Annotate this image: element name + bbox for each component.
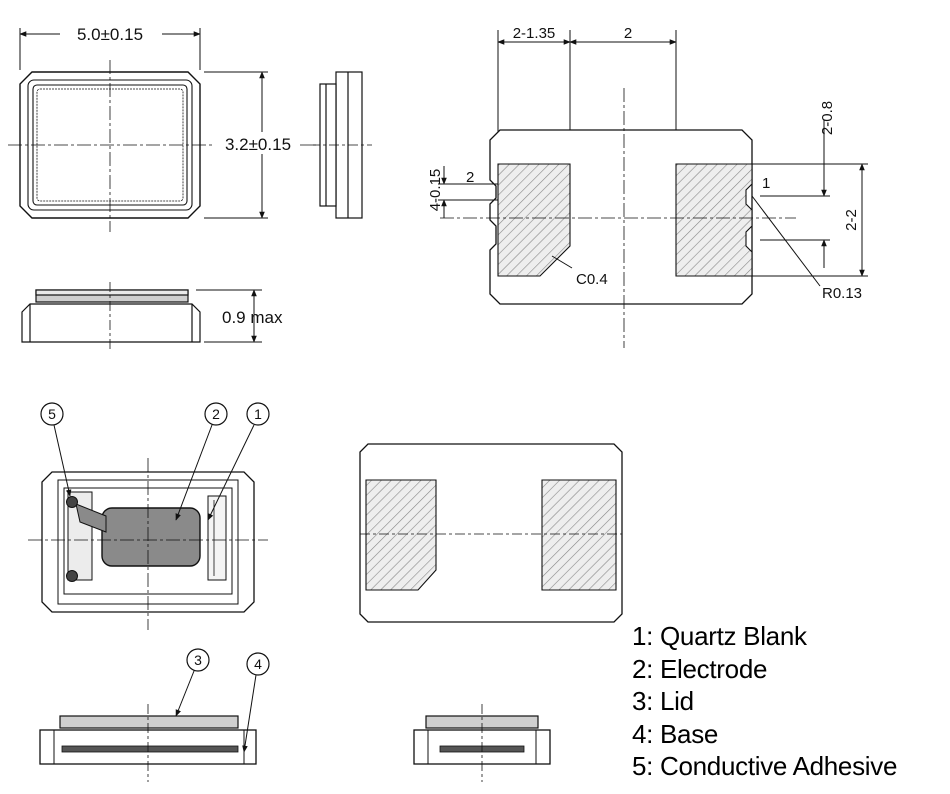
bottom-view	[359, 443, 623, 623]
end-view	[310, 71, 372, 219]
cross-section	[39, 648, 270, 782]
corner-radius-label: R0.13	[822, 285, 862, 302]
end-section	[413, 704, 551, 782]
top-view	[8, 22, 318, 232]
callout-2: 2	[212, 406, 220, 422]
pad-height-label: 2-2	[843, 209, 860, 231]
callout-4: 4	[254, 656, 262, 672]
legend-item: 2: Electrode	[632, 653, 768, 684]
internal-view	[28, 402, 270, 630]
thickness-dimension-label: 0.9 max	[222, 308, 283, 327]
callout-1: 1	[254, 406, 262, 422]
callout-5: 5	[48, 406, 56, 422]
notch-width-label: 4-0.15	[427, 169, 444, 212]
pitch-left-label: 2-1.35	[513, 25, 556, 42]
side-view	[21, 282, 262, 352]
pad-gap-label: 2-0.8	[819, 101, 836, 135]
callout-3: 3	[194, 652, 202, 668]
pin-one-label: 1	[762, 175, 770, 192]
legend-item: 3: Lid	[632, 686, 694, 716]
width-dimension-label: 5.0±0.15	[77, 25, 143, 44]
legend-item: 1: Quartz Blank	[632, 621, 807, 651]
land-pattern	[438, 30, 868, 348]
notch-label: 2	[466, 169, 474, 186]
pitch-right-label: 2	[624, 25, 632, 42]
legend-item: 4: Base	[632, 718, 719, 749]
parts-legend: 1: Quartz Blank 2: Electrode 3: Lid 4: B…	[632, 620, 897, 783]
height-dimension-label: 3.2±0.15	[225, 135, 291, 154]
legend-item: 5: Conductive Adhesive	[632, 751, 898, 781]
chamfer-label: C0.4	[576, 271, 608, 288]
